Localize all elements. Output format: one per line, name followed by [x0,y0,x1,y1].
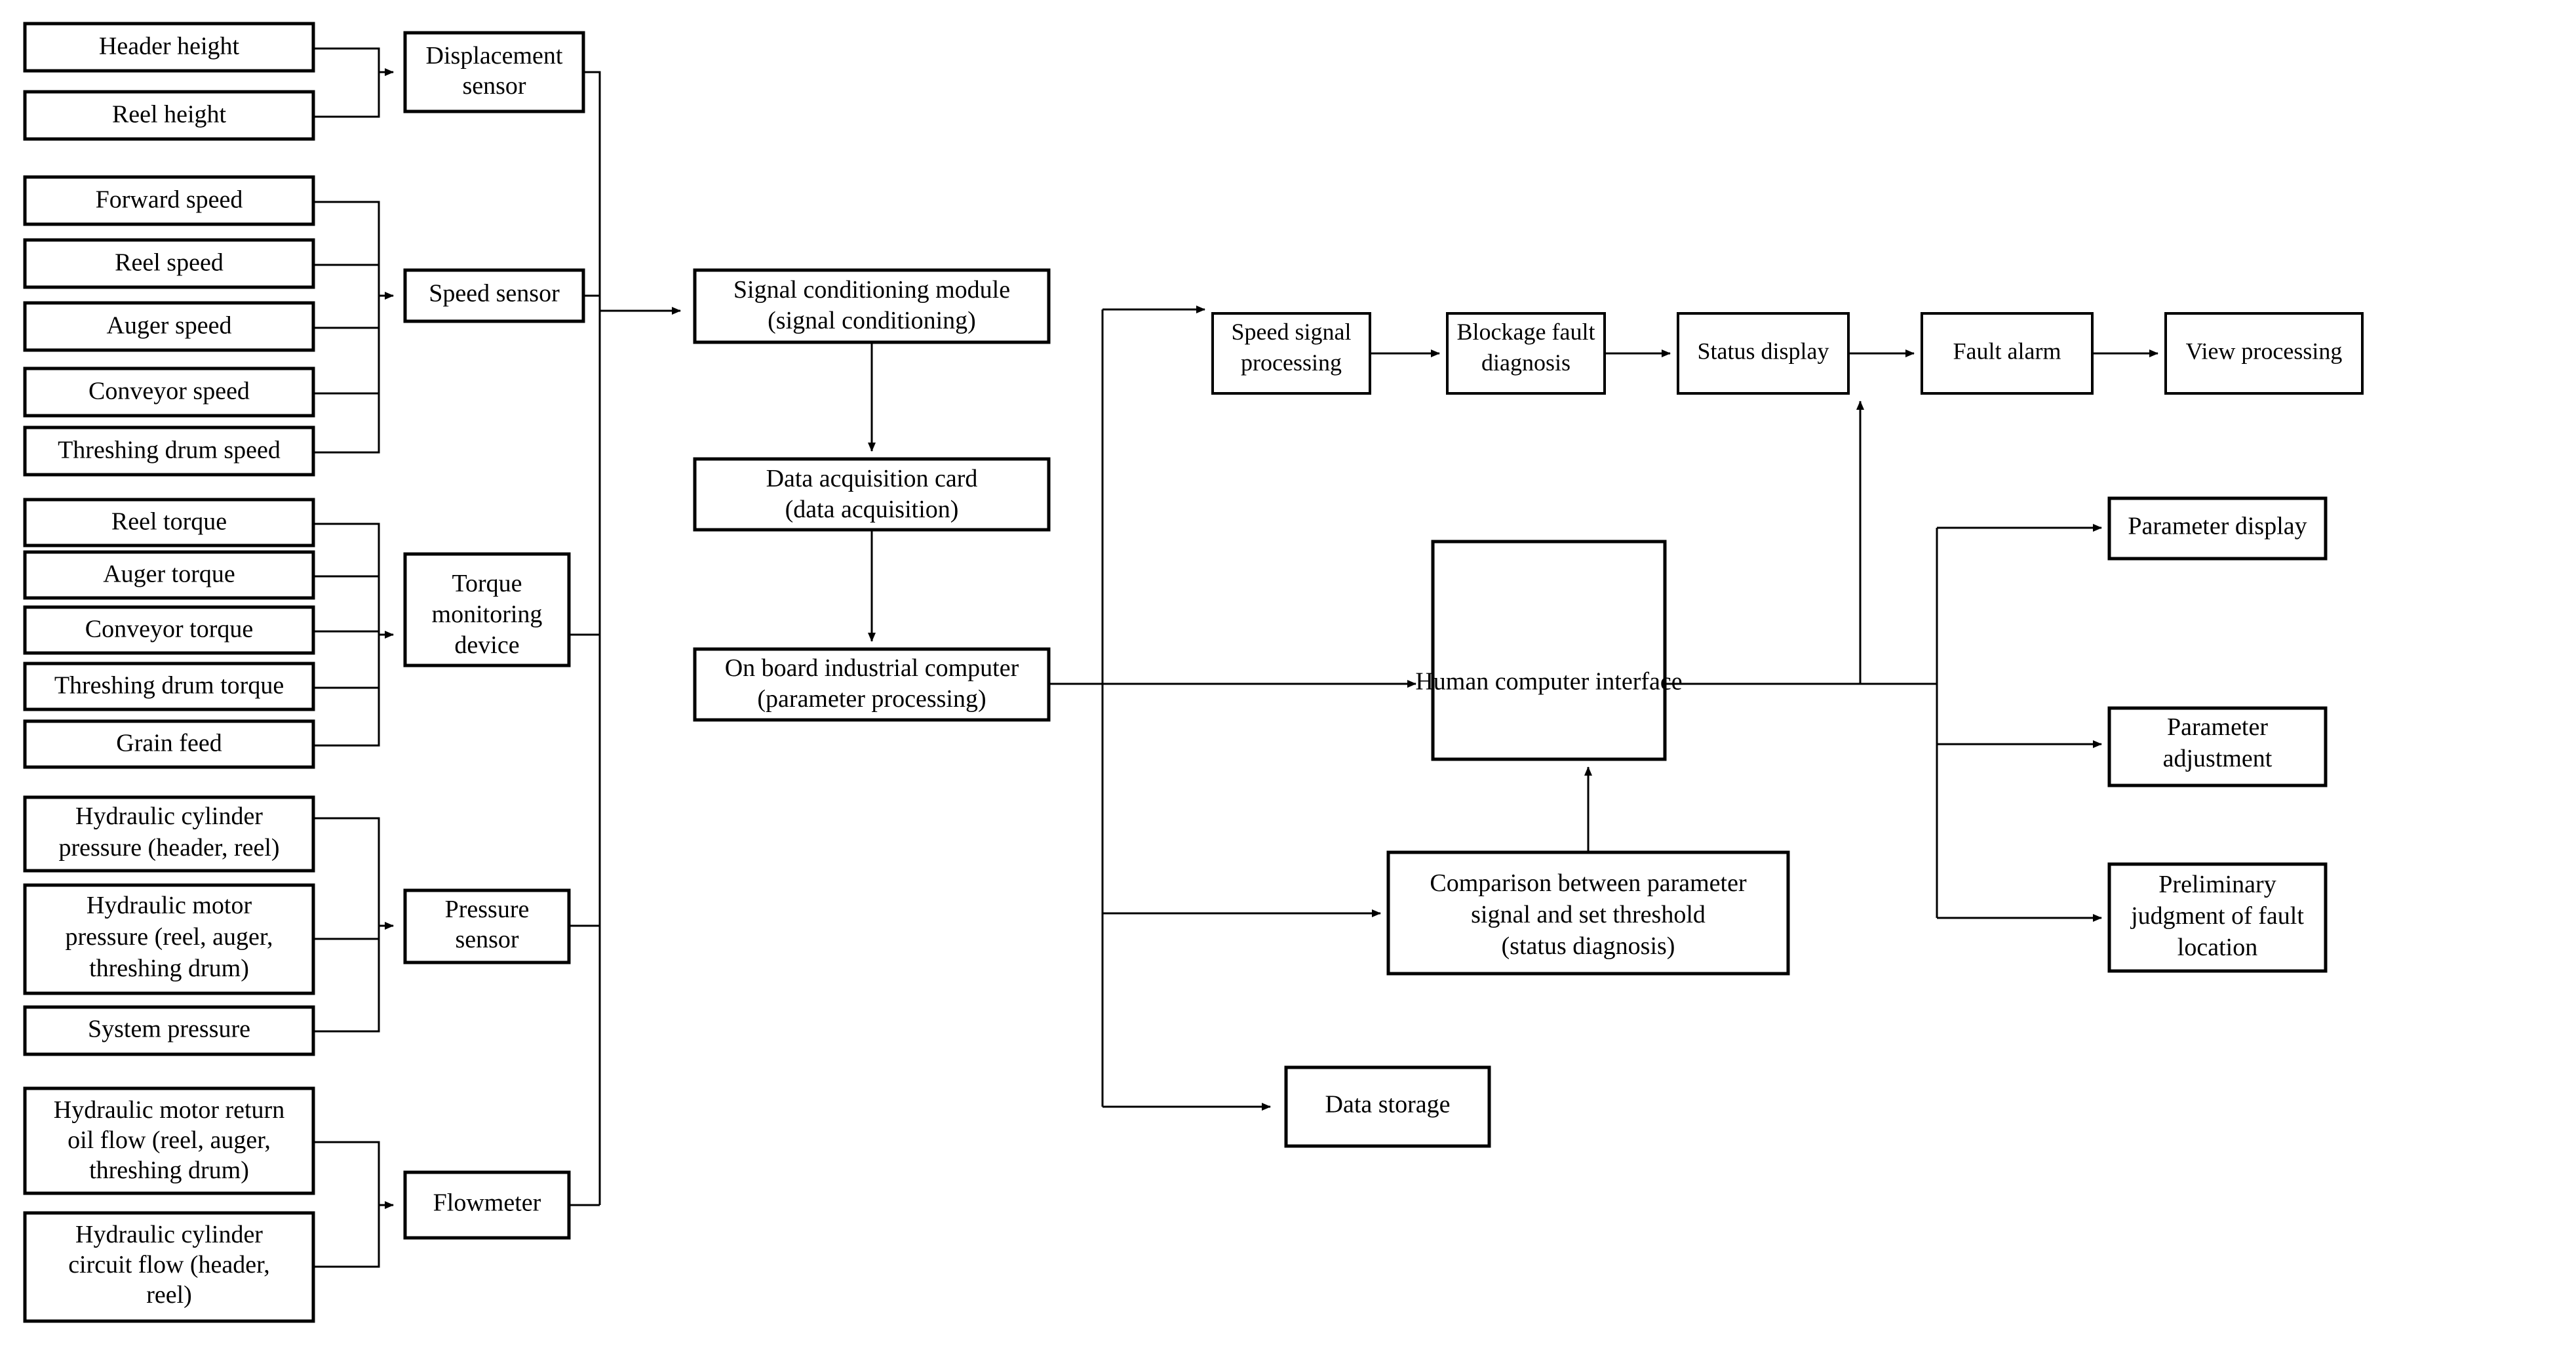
process-box-industrial-computer[interactable] [693,647,1051,722]
input-label-line2: pressure (reel, auger, [65,923,273,951]
input-box[interactable] [23,795,315,873]
process-label-line2: (data acquisition) [785,496,959,523]
input-box[interactable] [23,175,315,226]
input-box[interactable] [23,238,315,289]
sensor-label-line2: sensor [462,72,526,100]
input-label: Reel torque [111,508,227,536]
sensor-label: Flowmeter [433,1189,541,1217]
process-box-signal-conditioning[interactable] [693,268,1051,344]
input-box[interactable] [23,1086,315,1195]
input-box[interactable] [23,883,315,995]
process-label: Data acquisition card [766,465,978,492]
process-box-data-storage[interactable] [1284,1065,1491,1148]
process-box-speed-signal-processing[interactable] [1211,312,1371,395]
input-box[interactable] [23,498,315,547]
input-box[interactable] [23,367,315,418]
input-label-line3: reel) [146,1281,192,1309]
input-label: Reel speed [115,249,224,277]
sensor-label-line2: monitoring [432,601,543,628]
input-box[interactable] [23,1211,315,1323]
process-label: Speed signal [1232,319,1352,345]
process-label: Status display [1697,338,1829,364]
process-label: Blockage fault [1457,319,1595,345]
input-label-line2: circuit flow (header, [68,1251,270,1279]
input-label-line2: pressure (header, reel) [58,834,279,862]
process-label: Human computer interface [1415,668,1682,696]
process-label: View processing [2186,338,2343,364]
input-label: Threshing drum speed [58,437,281,464]
input-label: Hydraulic cylinder [75,1221,263,1248]
output-label-line2: judgment of fault [2130,902,2304,930]
input-box[interactable] [23,719,315,769]
sensor-box-pressure[interactable] [403,888,571,964]
input-label: Forward speed [96,186,243,214]
output-label: Parameter [2167,713,2268,741]
sensor-box-torque[interactable] [403,552,571,667]
input-box[interactable] [23,301,315,352]
input-label: Grain feed [116,730,222,757]
process-label-line2: processing [1241,349,1342,376]
input-label: Conveyor torque [85,616,253,643]
input-box[interactable] [23,662,315,711]
process-box-fault-alarm[interactable] [1921,312,2094,395]
sensor-label: Pressure [445,896,530,923]
sensor-label: Displacement [426,42,563,69]
process-label-line2: diagnosis [1481,349,1571,376]
process-box-human-computer-interface[interactable] [1431,540,1667,761]
sensor-label: Torque [452,570,522,597]
input-label-line3: threshing drum) [89,955,249,982]
output-box-preliminary-judgment[interactable] [2107,862,2328,973]
input-label-line2: oil flow (reel, auger, [68,1126,271,1154]
output-label-line3: location [2177,934,2257,961]
sensor-label: Speed sensor [429,280,560,307]
output-label: Preliminary [2158,871,2276,898]
output-label-line2: adjustment [2163,745,2273,772]
process-label: On board industrial computer [725,654,1019,682]
process-label: Comparison between parameter [1430,869,1747,897]
sensor-label-line3: device [454,631,519,659]
input-label: Threshing drum torque [54,672,284,700]
input-label: Hydraulic cylinder [75,803,263,830]
sensor-box-speed[interactable] [403,268,585,323]
input-label: Hydraulic motor return [54,1096,284,1124]
input-box[interactable] [23,605,315,655]
sensor-box-displacement[interactable] [403,31,585,113]
process-label: Data storage [1325,1091,1451,1119]
process-box-view-processing[interactable] [2164,312,2364,395]
process-label: Signal conditioning module [733,276,1010,304]
process-label: Fault alarm [1953,338,2061,364]
input-label: Reel height [112,101,227,129]
process-box-comparison[interactable] [1386,850,1790,976]
process-label-line2: (signal conditioning) [768,307,976,334]
input-label: System pressure [88,1016,250,1043]
input-box[interactable] [23,426,315,477]
process-label-line2: (parameter processing) [757,685,986,713]
output-box-parameter-adjustment[interactable] [2107,706,2328,787]
sensor-label-line2: sensor [455,926,518,953]
input-label-line3: threshing drum) [89,1157,249,1184]
input-label: Auger speed [107,312,232,340]
input-label: Conveyor speed [88,378,250,405]
output-label: Parameter display [2128,513,2307,540]
input-box[interactable] [23,22,315,73]
input-label: Hydraulic motor [87,892,252,919]
input-box[interactable] [23,90,315,141]
process-label-line3: (status diagnosis) [1502,932,1675,960]
input-box[interactable] [23,550,315,600]
process-label-line2: signal and set threshold [1471,901,1706,928]
input-label: Header height [99,33,240,60]
input-label: Auger torque [103,561,235,588]
sensor-box-flowmeter[interactable] [403,1170,571,1240]
output-box-parameter-display[interactable] [2107,496,2328,561]
